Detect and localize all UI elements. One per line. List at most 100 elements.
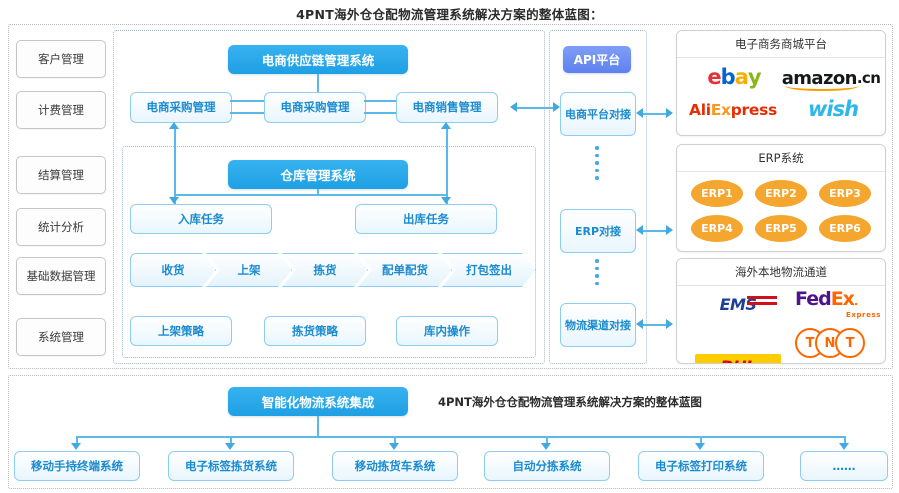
bottom-item-handheld[interactable]: 移动手持终端系统 — [14, 451, 140, 481]
connector-api-shop-arrow-right — [666, 108, 673, 118]
connector-warehouse-down-stem — [317, 189, 319, 195]
api-dots-upper — [595, 146, 599, 180]
connector-bottom-arrow-2 — [225, 443, 235, 450]
ems-logo: EMS — [695, 292, 781, 316]
erp-item-5[interactable]: ERP5 — [755, 215, 807, 242]
bottom-item-etag-picking[interactable]: 电子标签拣货系统 — [168, 451, 294, 481]
connector-warehouse-left-drop — [174, 194, 176, 198]
sidebar-item-customer[interactable]: 客户管理 — [16, 40, 106, 78]
erp-item-6[interactable]: ERP6 — [819, 215, 871, 242]
connector-warehouse-bus — [174, 194, 446, 196]
amazon-smile-icon — [785, 80, 859, 91]
connector-bottom-arrow-3 — [389, 443, 399, 450]
process-step-putaway[interactable]: 上架 — [206, 253, 292, 287]
connector-bottom-stem — [317, 416, 319, 436]
erp-item-2[interactable]: ERP2 — [755, 180, 807, 207]
api-connector-logistics[interactable]: 物流渠道对接 — [560, 303, 636, 347]
connector-purchase-link-2 — [230, 112, 264, 114]
warehouse-header: 仓库管理系统 — [228, 160, 408, 189]
connector-api-erp-arrow-left — [636, 225, 643, 235]
supply-chain-box-purchase-2[interactable]: 电商采购管理 — [264, 92, 366, 123]
connector-bottom-bus — [76, 436, 844, 438]
connector-api-shop-arrow-left — [636, 108, 643, 118]
warehouse-task-outbound[interactable]: 出库任务 — [355, 204, 497, 234]
strategy-pick[interactable]: 拣货策略 — [264, 316, 366, 346]
bottom-header: 智能化物流系统集成 — [228, 387, 408, 416]
connector-outbound-up-arrow — [441, 122, 451, 129]
connector-outbound-up-line — [446, 128, 448, 204]
panel-erp-title: ERP系统 — [677, 145, 885, 172]
panel-erp-body: ERP1 ERP2 ERP3 ERP4 ERP5 ERP6 — [677, 172, 885, 251]
bottom-item-more[interactable]: …… — [800, 451, 888, 481]
process-step-pack-out[interactable]: 打包签出 — [442, 253, 536, 287]
connector-core-api-arrow-left — [510, 102, 517, 112]
connector-outbound-down-arrow — [441, 197, 451, 204]
warehouse-frame — [122, 146, 536, 358]
panel-logistics-channels: 海外本地物流通道 EMS FedEx. Express DHL T N — [676, 258, 886, 364]
connector-supplychain-down — [317, 74, 319, 92]
connector-api-logistics-line — [640, 324, 670, 326]
page-title: 4PNT海外仓仓配物流管理系统解决方案的整体蓝图： — [296, 7, 603, 22]
panel-ecommerce-title: 电子商务商城平台 — [677, 31, 885, 58]
connector-bottom-drop-1 — [76, 436, 78, 444]
connector-core-api-arrow-right — [553, 102, 560, 112]
api-connector-ecommerce[interactable]: 电商平台对接 — [560, 92, 636, 136]
connector-api-logistics-arrow-left — [636, 319, 643, 329]
connector-api-erp-line — [640, 230, 670, 232]
bottom-item-auto-sorting[interactable]: 自动分拣系统 — [484, 451, 610, 481]
connector-bottom-drop-4 — [546, 436, 548, 444]
connector-core-api-line — [516, 107, 558, 109]
warehouse-task-inbound[interactable]: 入库任务 — [130, 204, 272, 234]
connector-inbound-up-line — [174, 128, 176, 204]
api-platform-frame — [549, 30, 647, 364]
supply-chain-box-sales[interactable]: 电商销售管理 — [396, 92, 498, 123]
connector-inbound-down-arrow — [169, 197, 179, 204]
amazon-logo: amazon.cn — [781, 66, 881, 91]
panel-logistics-title: 海外本地物流通道 — [677, 259, 885, 286]
api-platform-header: API平台 — [563, 46, 631, 73]
connector-inbound-up-arrow — [169, 122, 179, 129]
api-connector-erp[interactable]: ERP对接 — [560, 209, 636, 253]
connector-bottom-drop-6 — [844, 436, 846, 444]
wish-logo: wish — [807, 97, 859, 121]
connector-bottom-drop-2 — [230, 436, 232, 444]
core-systems-frame — [113, 30, 545, 364]
dhl-logo: DHL — [695, 354, 781, 363]
api-dots-lower — [595, 259, 599, 285]
sidebar-item-settlement[interactable]: 结算管理 — [16, 156, 106, 194]
connector-bottom-arrow-1 — [71, 443, 81, 450]
bottom-item-etag-printing[interactable]: 电子标签打印系统 — [638, 451, 764, 481]
erp-item-3[interactable]: ERP3 — [819, 180, 871, 207]
sidebar-item-system[interactable]: 系统管理 — [16, 318, 106, 356]
connector-api-logistics-arrow-right — [666, 319, 673, 329]
top-section-frame — [8, 24, 893, 369]
connector-bottom-drop-5 — [700, 436, 702, 444]
process-step-receive[interactable]: 收货 — [130, 253, 216, 287]
bottom-item-picking-cart[interactable]: 移动拣货车系统 — [332, 451, 458, 481]
sidebar-item-billing[interactable]: 计费管理 — [16, 91, 106, 129]
connector-bottom-arrow-5 — [695, 443, 705, 450]
bottom-caption: 4PNT海外仓仓配物流管理系统解决方案的整体蓝图 — [438, 395, 702, 409]
connector-api-shop-line — [640, 113, 670, 115]
tnt-logo: T N T — [795, 328, 885, 358]
connector-api-erp-arrow-right — [666, 225, 673, 235]
connector-bottom-arrow-6 — [839, 443, 849, 450]
connector-sales-link-1 — [364, 100, 396, 102]
connector-bottom-drop-3 — [394, 436, 396, 444]
connector-sales-link-2 — [364, 112, 396, 114]
erp-item-4[interactable]: ERP4 — [691, 215, 743, 242]
panel-logistics-body: EMS FedEx. Express DHL T N T — [677, 286, 885, 363]
sidebar-item-statistics[interactable]: 统计分析 — [16, 208, 106, 246]
supply-chain-box-purchase-1[interactable]: 电商采购管理 — [130, 92, 232, 123]
supply-chain-header: 电商供应链管理系统 — [228, 45, 408, 74]
erp-item-1[interactable]: ERP1 — [691, 180, 743, 207]
strategy-inwarehouse-ops[interactable]: 库内操作 — [396, 316, 498, 346]
process-step-allocate[interactable]: 配单配货 — [358, 253, 452, 287]
sidebar-item-master-data[interactable]: 基础数据管理 — [16, 257, 106, 295]
bottom-section-frame — [8, 375, 893, 489]
strategy-putaway[interactable]: 上架策略 — [130, 316, 232, 346]
